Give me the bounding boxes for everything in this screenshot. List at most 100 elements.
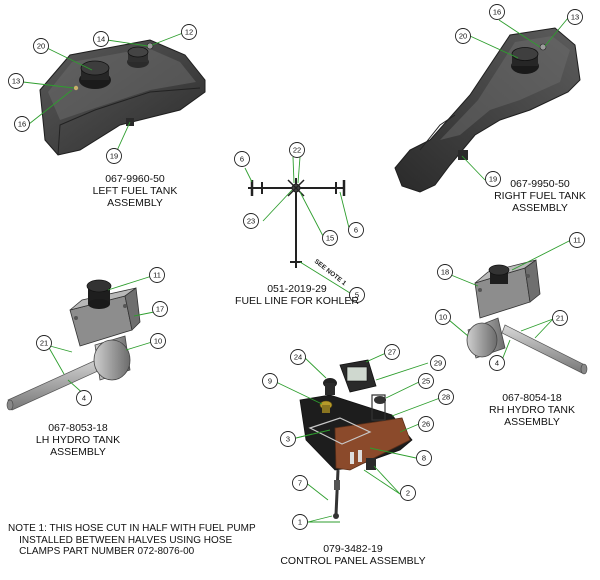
callout-number: 7	[298, 479, 302, 488]
assembly-name-line: ASSEMBLY	[50, 446, 106, 458]
part-number: 067-8053-18	[48, 422, 108, 434]
callout-number: 4	[495, 359, 499, 368]
callout-21: 21	[36, 335, 52, 351]
caption-fuel-line: 051-2019-29 FUEL LINE FOR KOHLER	[222, 283, 372, 307]
callout-number: 11	[573, 236, 581, 245]
callout-number: 5	[355, 291, 359, 300]
callout-6: 6	[234, 151, 250, 167]
part-number: 067-9950-50	[510, 178, 570, 190]
callout-12: 12	[181, 24, 197, 40]
assembly-name-line: LEFT FUEL TANK	[92, 185, 178, 197]
callout-4: 4	[76, 390, 92, 406]
callout-number: 19	[110, 152, 118, 161]
callout-number: 13	[571, 13, 579, 22]
callout-number: 21	[556, 314, 564, 323]
part-number: 067-8054-18	[502, 392, 562, 404]
callout-6: 6	[348, 222, 364, 238]
callout-3: 3	[280, 431, 296, 447]
callout-number: 16	[18, 120, 26, 129]
callout-23: 23	[243, 213, 259, 229]
leader-lines	[22, 17, 572, 523]
left-fuel-tank-drawing	[39, 39, 206, 156]
callout-13: 13	[567, 9, 583, 25]
callout-number: 23	[247, 217, 255, 226]
callout-11: 11	[569, 232, 585, 248]
callout-7: 7	[292, 475, 308, 491]
part-number: 051-2019-29	[267, 283, 327, 295]
callout-20: 20	[455, 28, 471, 44]
callout-bubbles: 2014121316191613201962223156511171021411…	[8, 4, 585, 530]
callout-26: 26	[418, 416, 434, 432]
callout-number: 12	[185, 28, 193, 37]
callout-number: 10	[154, 337, 162, 346]
caption-right-fuel-tank: 067-9950-50 RIGHT FUEL TANK ASSEMBLY	[475, 178, 600, 214]
callout-9: 9	[262, 373, 278, 389]
callout-number: 22	[293, 146, 301, 155]
caption-control-panel: 079-3482-19 CONTROL PANEL ASSEMBLY	[273, 543, 433, 567]
callout-16: 16	[489, 4, 505, 20]
callout-number: 29	[434, 359, 442, 368]
caption-rh-hydro-tank: 067-8054-18 RH HYDRO TANK ASSEMBLY	[467, 392, 597, 428]
assembly-name-line: RIGHT FUEL TANK	[494, 190, 586, 202]
callout-29: 29	[430, 355, 446, 371]
callout-number: 28	[442, 393, 450, 402]
callout-number: 24	[294, 353, 302, 362]
lh-hydro-tank-drawing	[6, 279, 141, 411]
callout-13: 13	[8, 73, 24, 89]
callout-27: 27	[384, 344, 400, 360]
rh-hydro-tank-drawing	[466, 259, 588, 375]
callout-4: 4	[489, 355, 505, 371]
callout-number: 2	[406, 489, 410, 498]
control-panel-drawing	[299, 359, 413, 519]
callout-number: 8	[422, 454, 426, 463]
assembly-name-line: ASSEMBLY	[504, 416, 560, 428]
callout-16: 16	[14, 116, 30, 132]
callout-number: 26	[422, 420, 430, 429]
callout-19: 19	[485, 171, 501, 187]
callout-24: 24	[290, 349, 306, 365]
right-fuel-tank-drawing	[394, 27, 581, 193]
callout-number: 14	[97, 35, 105, 44]
callout-number: 1	[298, 518, 302, 527]
assembly-name-line: CONTROL PANEL ASSEMBLY	[280, 555, 426, 567]
assembly-name-line: LH HYDRO TANK	[35, 434, 121, 446]
callout-1: 1	[292, 514, 308, 530]
callout-number: 19	[489, 175, 497, 184]
callout-number: 20	[459, 32, 467, 41]
callout-number: 6	[354, 226, 358, 235]
callout-number: 15	[326, 234, 334, 243]
callout-number: 10	[439, 313, 447, 322]
callout-number: 25	[422, 377, 430, 386]
callout-2: 2	[400, 485, 416, 501]
callout-number: 9	[268, 377, 272, 386]
callout-number: 3	[286, 435, 290, 444]
callout-10: 10	[435, 309, 451, 325]
part-number: 067-9960-50	[105, 173, 165, 185]
callout-number: 27	[388, 348, 396, 357]
callout-21: 21	[552, 310, 568, 326]
callout-number: 13	[12, 77, 20, 86]
callout-25: 25	[418, 373, 434, 389]
callout-8: 8	[416, 450, 432, 466]
assembly-name-line: RH HYDRO TANK	[489, 404, 575, 416]
callout-11: 11	[149, 267, 165, 283]
callout-number: 11	[153, 271, 161, 280]
callout-number: 16	[493, 8, 501, 17]
callout-15: 15	[322, 230, 338, 246]
callout-20: 20	[33, 38, 49, 54]
callout-number: 4	[82, 394, 86, 403]
callout-number: 17	[156, 305, 164, 314]
note-1: NOTE 1: THIS HOSE CUT IN HALF WITH FUEL …	[8, 523, 256, 557]
assembly-name-line: ASSEMBLY	[512, 202, 568, 214]
assembly-name-line: FUEL LINE FOR KOHLER	[235, 295, 359, 307]
callout-18: 18	[437, 264, 453, 280]
callout-22: 22	[289, 142, 305, 158]
callout-10: 10	[150, 333, 166, 349]
callout-number: 6	[240, 155, 244, 164]
callout-28: 28	[438, 389, 454, 405]
callout-number: 18	[441, 268, 449, 277]
callout-19: 19	[106, 148, 122, 164]
caption-lh-hydro-tank: 067-8053-18 LH HYDRO TANK ASSEMBLY	[13, 422, 143, 458]
callout-17: 17	[152, 301, 168, 317]
callout-5: 5	[349, 287, 365, 303]
